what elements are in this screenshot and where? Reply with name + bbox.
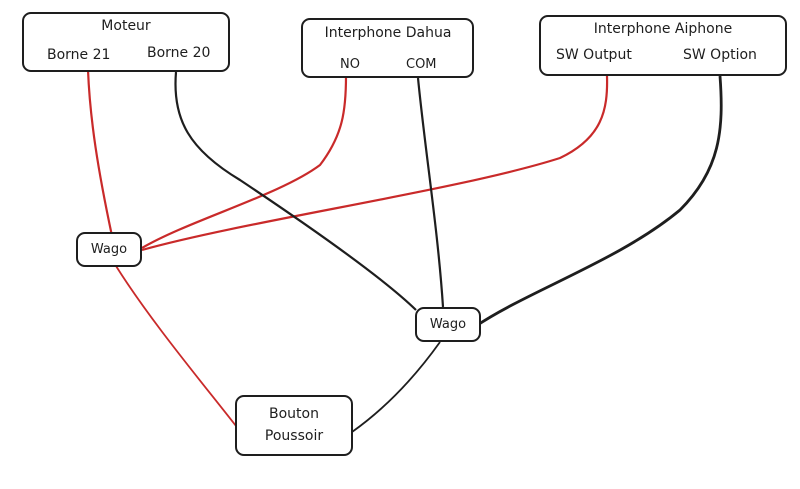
node-moteur: [22, 12, 230, 72]
wire-red-swoutput-to-wago: [141, 75, 609, 252]
wire-red-borne21-to-wago: [86, 69, 114, 237]
node-interphone-aiphone: [539, 15, 787, 76]
node-wago-black: [415, 307, 481, 342]
wire-black-borne20-to-wago: [174, 71, 417, 311]
node-wago-red: [76, 232, 142, 267]
wago-black-label: Wago: [429, 317, 467, 332]
dahua-title: Interphone Dahua: [324, 25, 452, 41]
wire-red-wago-to-bouton: [115, 265, 237, 427]
bouton-line-2: Poussoir: [264, 428, 324, 444]
dahua-port-com: COM: [406, 57, 437, 72]
wire-red-no-to-wago: [141, 75, 348, 249]
bouton-line-1: Bouton: [269, 406, 319, 422]
dahua-port-no: NO: [340, 57, 360, 72]
wire-black-wago-to-bouton: [351, 341, 441, 433]
moteur-title: Moteur: [101, 18, 151, 34]
wago-red-label: Wago: [90, 242, 128, 257]
aiphone-port-sw-option: SW Option: [683, 47, 757, 63]
node-bouton-poussoir: [235, 395, 353, 456]
moteur-port-borne-21: Borne 21: [47, 47, 111, 63]
wire-black-com-to-wago: [416, 77, 445, 308]
aiphone-title: Interphone Aiphone: [593, 21, 733, 37]
node-interphone-dahua: [301, 18, 474, 78]
wire-black-swoption-to-wago: [475, 75, 723, 328]
aiphone-port-sw-output: SW Output: [556, 47, 632, 63]
moteur-port-borne-20: Borne 20: [147, 45, 211, 61]
